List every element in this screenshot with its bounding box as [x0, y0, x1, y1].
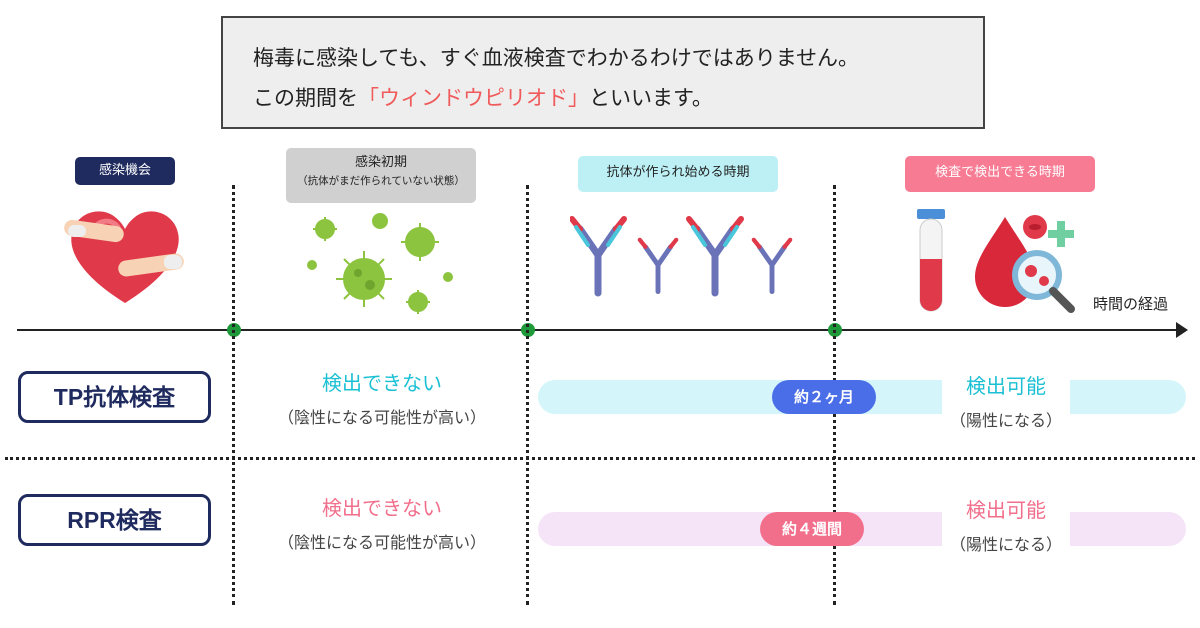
divider-antibody [526, 185, 529, 605]
phase-label-detectable: 検査で検出できる時期 [905, 156, 1095, 192]
test-name-rpr: RPR検査 [18, 494, 211, 546]
timeline-arrow-icon [1176, 322, 1188, 338]
intro-line-1: 梅毒に感染しても、すぐ血液検査でわかるわけではありません。 [253, 46, 860, 70]
tp-undetectable-note: （陰性になる可能性が高い） [277, 408, 486, 427]
timeline-label: 時間の経過 [1093, 295, 1169, 313]
intro-line-2: この期間を「ウィンドウピリオド」といいます。 [253, 78, 953, 118]
tp-detectable-note: （陽性になる） [949, 411, 1062, 430]
tp-undetectable: 検出できない （陰性になる可能性が高い） [262, 367, 502, 428]
rpr-undetectable: 検出できない （陰性になる可能性が高い） [262, 492, 502, 553]
phase-label-infection: 感染機会 [75, 157, 175, 185]
intro-line-2-pre: この期間を [253, 86, 358, 110]
window-period-term: 「ウィンドウピリオド」 [358, 86, 589, 110]
phase-label-early: 感染初期 （抗体がまだ作られていない状態） [286, 148, 476, 203]
virus-icon [307, 213, 453, 314]
rpr-detectable-note: （陽性になる） [949, 535, 1062, 554]
tp-detectable: 検出可能 （陽性になる） [942, 370, 1070, 431]
phase-early-title: 感染初期 [354, 155, 407, 170]
phase-label-antibody: 抗体が作られ始める時期 [578, 156, 778, 192]
tp-undetectable-label: 検出できない [322, 371, 442, 395]
intro-box: 梅毒に感染しても、すぐ血液検査でわかるわけではありません。 この期間を「ウィンド… [221, 16, 985, 129]
rpr-period-pill: 約４週間 [760, 512, 864, 546]
rpr-undetectable-note: （陰性になる可能性が高い） [277, 533, 486, 552]
timeline-axis [17, 329, 1179, 331]
tp-detectable-label: 検出可能 [966, 374, 1046, 398]
divider-infection [232, 185, 235, 605]
heart-hug-icon [64, 211, 184, 303]
tp-period-pill: 約２ヶ月 [772, 380, 876, 414]
phase-early-subtitle: （抗体がまだ作られていない状態） [297, 175, 465, 188]
blood-test-icon [917, 209, 1075, 313]
intro-line-2-post: といいます。 [589, 86, 713, 110]
antibody-icon [570, 216, 793, 297]
test-name-tp: TP抗体検査 [18, 371, 211, 423]
rpr-undetectable-label: 検出できない [322, 496, 442, 520]
row-divider [5, 457, 1195, 460]
rpr-detectable: 検出可能 （陽性になる） [942, 494, 1070, 555]
rpr-detectable-label: 検出可能 [966, 498, 1046, 522]
